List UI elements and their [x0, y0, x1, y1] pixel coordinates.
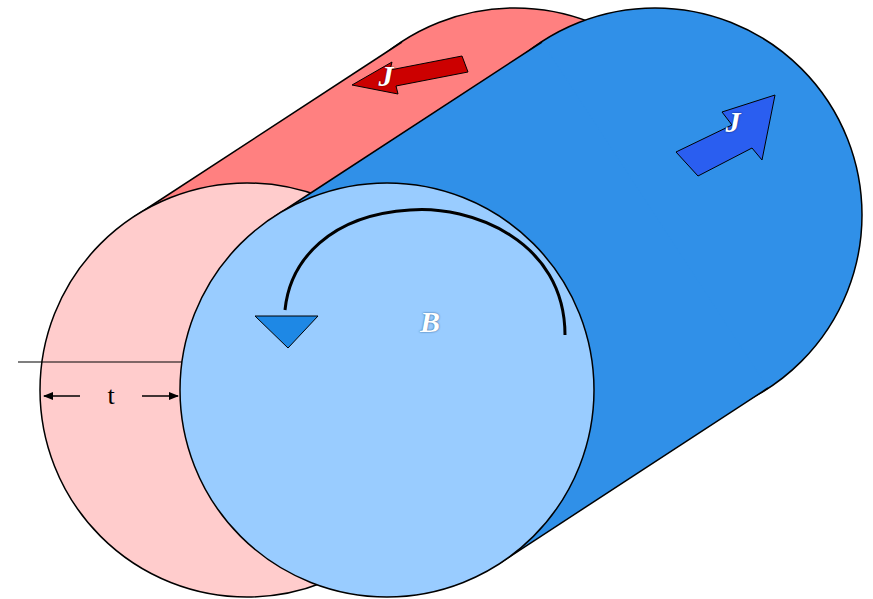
- blue-cylinder: [180, 8, 862, 597]
- dimension-arrow: [142, 395, 178, 397]
- field-label: B: [420, 307, 440, 337]
- dimension-arrow: [44, 395, 80, 397]
- current-arrow: [676, 95, 775, 176]
- current-label: J: [726, 107, 741, 137]
- current-arrow: [352, 56, 468, 94]
- field-arrowhead: [255, 316, 318, 348]
- current-label: J: [379, 61, 394, 91]
- dimension-label: t: [107, 383, 114, 409]
